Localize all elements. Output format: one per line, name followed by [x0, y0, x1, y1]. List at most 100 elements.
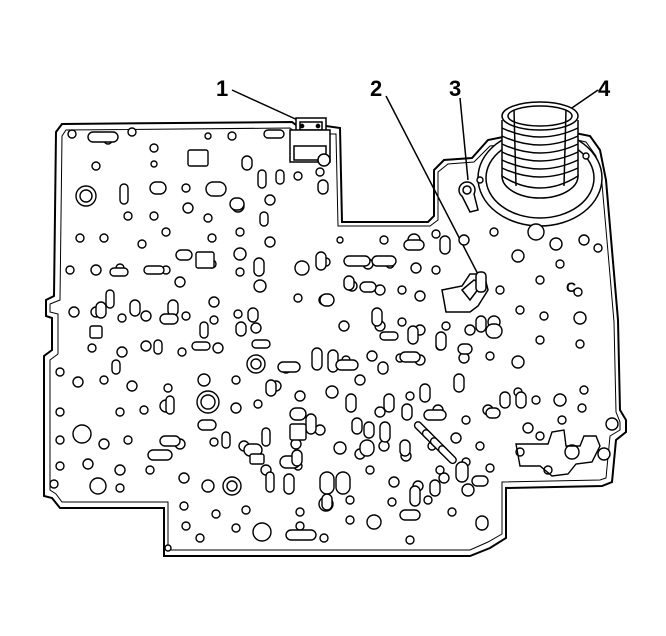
- slot: [105, 289, 115, 309]
- hole: [116, 346, 128, 358]
- hole: [264, 194, 276, 206]
- hole: [87, 343, 97, 353]
- hole: [345, 515, 355, 525]
- hole: [207, 233, 217, 243]
- hole: [388, 476, 400, 488]
- hole: [123, 211, 133, 221]
- hole: [495, 285, 505, 295]
- hole: [441, 321, 451, 331]
- callout-3: 3: [449, 76, 461, 101]
- hole: [511, 355, 525, 369]
- slot: [285, 529, 317, 541]
- leader-line-1: [231, 89, 303, 123]
- hole: [114, 464, 126, 476]
- hole: [164, 544, 172, 552]
- hole: [374, 406, 386, 418]
- passage-cluster: [515, 429, 601, 477]
- hole: [293, 171, 303, 181]
- slot: [247, 307, 259, 323]
- hole: [233, 309, 243, 319]
- hole: [55, 407, 65, 417]
- hole: [230, 402, 242, 414]
- hole: [366, 514, 382, 530]
- slot: [343, 255, 371, 267]
- hole: [605, 417, 619, 431]
- plate-letter: C: [566, 279, 576, 295]
- hole: [423, 495, 433, 505]
- hole: [195, 533, 205, 543]
- hole: [181, 183, 191, 193]
- hole: [127, 127, 137, 137]
- hole: [315, 167, 325, 177]
- slot: [277, 361, 301, 373]
- slot: [159, 313, 179, 325]
- component-1-connector: [289, 117, 331, 167]
- hole: [405, 535, 415, 545]
- hole: [226, 480, 238, 492]
- hole: [397, 317, 407, 327]
- hole: [253, 399, 263, 409]
- leader-line-2: [385, 95, 483, 283]
- slot: [499, 391, 511, 409]
- hole: [522, 422, 534, 434]
- hole: [55, 461, 65, 471]
- hole: [338, 320, 350, 332]
- slot: [315, 251, 327, 271]
- hole: [410, 262, 422, 274]
- hole: [99, 375, 109, 385]
- slot: [321, 493, 333, 511]
- slot: [235, 321, 247, 337]
- hole: [531, 395, 541, 405]
- slot: [475, 515, 489, 531]
- slot: [159, 435, 181, 447]
- hole: [233, 247, 247, 261]
- hole: [208, 296, 220, 308]
- hole: [235, 267, 245, 277]
- hole: [235, 227, 245, 237]
- slot: [265, 379, 277, 397]
- hole: [212, 342, 224, 354]
- slot: [109, 267, 129, 277]
- slot: [399, 439, 411, 457]
- hole: [336, 236, 344, 244]
- hole: [250, 358, 262, 370]
- port: [89, 325, 103, 339]
- hole: [49, 479, 59, 489]
- slot: [351, 417, 363, 435]
- slot: [165, 395, 175, 415]
- slot: [343, 275, 355, 291]
- hole: [227, 131, 237, 141]
- hole: [99, 233, 109, 243]
- hole: [578, 234, 590, 246]
- slot: [359, 439, 375, 457]
- slot: [87, 131, 119, 143]
- hole: [178, 472, 190, 484]
- slot: [485, 323, 503, 339]
- slot: [305, 413, 317, 435]
- hole: [414, 290, 426, 302]
- hole: [553, 393, 567, 407]
- hole: [475, 441, 485, 451]
- callout-4: 4: [598, 76, 611, 101]
- hole: [319, 533, 329, 543]
- hole: [250, 322, 262, 334]
- slot: [205, 181, 227, 197]
- slot: [259, 211, 269, 227]
- hole: [89, 477, 107, 495]
- hole: [145, 465, 155, 475]
- hole: [117, 313, 127, 323]
- hole: [231, 523, 241, 533]
- slot: [199, 321, 209, 339]
- hole: [126, 380, 138, 392]
- hole: [253, 279, 267, 293]
- slot: [149, 181, 167, 195]
- hole: [345, 495, 355, 505]
- hole: [203, 213, 213, 223]
- hole: [91, 161, 101, 171]
- hole: [438, 472, 450, 484]
- hole: [79, 189, 93, 203]
- hole: [354, 374, 366, 386]
- hole: [511, 249, 525, 263]
- hole: [582, 152, 590, 160]
